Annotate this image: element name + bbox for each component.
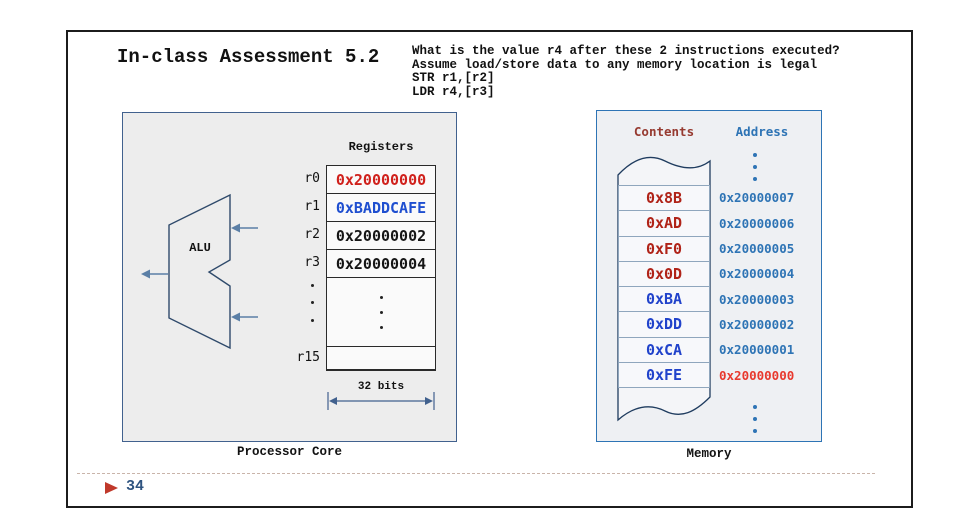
memory-cell: 0x8B [618, 185, 710, 212]
register-label-r3: r3 [304, 255, 320, 270]
question-line-2: Assume load/store data to any memory loc… [412, 57, 818, 72]
address-ellipsis-dot [753, 429, 757, 433]
memory-address: 0x20000002 [719, 317, 795, 333]
register-label-r15: r15 [296, 350, 320, 365]
label-ellipsis-dot [311, 301, 314, 304]
memory-address: 0x20000003 [719, 291, 795, 307]
page-bullet-triangle-icon [105, 482, 118, 494]
memory-box: Contents Address 0x8B 0xAD 0xF0 0x0D 0xB… [596, 110, 822, 442]
register-label-r0: r0 [304, 171, 320, 186]
address-ellipsis-dot [753, 177, 757, 181]
address-ellipsis-dot [753, 405, 757, 409]
registers-header: Registers [348, 140, 414, 154]
memory-cell: 0xCA [618, 336, 710, 363]
memory-address: 0x20000005 [719, 240, 795, 256]
memory-address: 0x20000004 [719, 266, 795, 282]
alu-shape [168, 193, 231, 350]
register-value-r3: 0x20000004 [327, 250, 435, 278]
contents-header: Contents [633, 124, 695, 139]
question-block: What is the value r4 after these 2 instr… [412, 44, 840, 99]
memory-address-column: 0x20000007 0x20000006 0x20000005 0x20000… [713, 185, 818, 388]
register-value-r2: 0x20000002 [327, 222, 435, 250]
bits-arrowhead-left [329, 397, 337, 405]
address-ellipsis-dot [753, 153, 757, 157]
alu-output-arrowhead [141, 269, 150, 279]
register-value-r0: 0x20000000 [327, 166, 435, 194]
page-number: 34 [126, 478, 145, 495]
slide-title: In-class Assessment 5.2 [117, 46, 380, 68]
memory-cell: 0xBA [618, 286, 710, 313]
address-ellipsis-dot [753, 165, 757, 169]
question-line-1: What is the value r4 after these 2 instr… [412, 44, 840, 58]
register-value-r15 [327, 347, 435, 370]
register-value-r1: 0xBADDCAFE [327, 194, 435, 222]
register-label-r2: r2 [304, 227, 320, 242]
register-ellipsis [327, 278, 435, 347]
instruction-ldr: LDR r4,[r3] [412, 84, 495, 99]
register-table: 0x20000000 0xBADDCAFE 0x20000002 0x20000… [326, 165, 436, 371]
memory-cell: 0x0D [618, 260, 710, 287]
alu-diagram [141, 193, 435, 410]
bits-arrowhead-right [425, 397, 433, 405]
processor-core-box: ALU Registers 0x20000000 0xBADDCAFE 0x20… [122, 112, 457, 442]
address-header: Address [735, 124, 789, 139]
memory-address: 0x20000006 [719, 215, 795, 231]
register-label-r1: r1 [304, 199, 320, 214]
label-ellipsis-dot [311, 284, 314, 287]
memory-address: 0x20000007 [719, 190, 795, 206]
instruction-str: STR r1,[r2] [412, 71, 495, 85]
footer-divider [77, 473, 875, 474]
memory-cell: 0xF0 [618, 235, 710, 262]
alu-input-arrowhead-bottom [231, 312, 240, 322]
memory-caption: Memory [686, 447, 732, 461]
alu-label: ALU [189, 241, 211, 255]
address-ellipsis-dot [753, 417, 757, 421]
alu-input-arrowhead-top [231, 223, 240, 233]
memory-cell: 0xFE [618, 361, 710, 388]
slide-frame: In-class Assessment 5.2 What is the valu… [66, 30, 913, 508]
label-ellipsis-dot [311, 319, 314, 322]
memory-address: 0x20000000 [719, 367, 795, 383]
memory-address: 0x20000001 [719, 342, 795, 358]
memory-cell: 0xAD [618, 210, 710, 237]
memory-cell: 0xDD [618, 311, 710, 338]
processor-caption: Processor Core [236, 445, 343, 459]
memory-contents-column: 0x8B 0xAD 0xF0 0x0D 0xBA 0xDD 0xCA 0xFE [618, 185, 710, 388]
bits-width-label: 32 bits [357, 381, 405, 393]
